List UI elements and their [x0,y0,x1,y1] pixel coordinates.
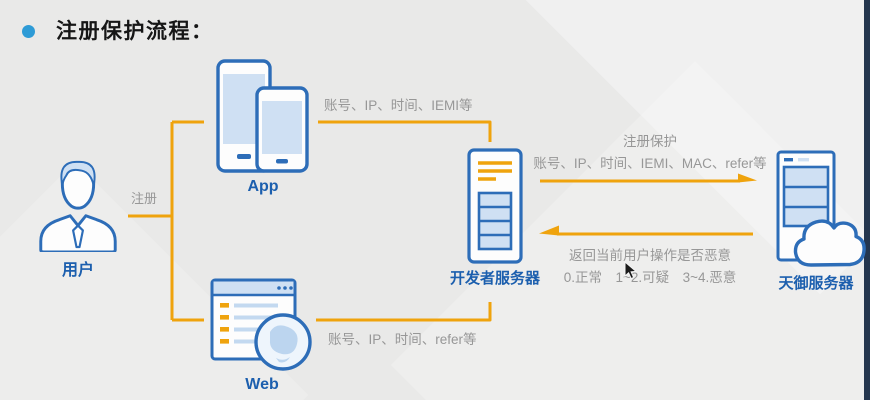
edge-label-app-data: 账号、IP、时间、IEMI等 [324,98,473,113]
bullet-icon [22,24,35,38]
node-app: App [213,58,313,196]
node-label-app: App [247,178,279,195]
arrowhead-right-icon [738,173,757,183]
edge-label-web-data: 账号、IP、时间、refer等 [328,332,477,347]
web-icon [210,278,312,371]
connector-app-to-devserver [318,120,492,142]
node-web: Web [209,278,315,394]
title-row: 注册保护流程： [22,15,214,45]
edge-label-return-line1: 返回当前用户操作是否恶意 [569,248,731,263]
node-tianyu-server: 天御服务器 [764,148,868,293]
node-dev-server: 开发者服务器 [447,148,543,288]
developer-server-icon [467,148,523,264]
page-title: 注册保护流程： [56,20,214,43]
edge-label-protect-title: 注册保护 [623,134,677,149]
connector-web-to-devserver [316,302,492,322]
user-icon [39,160,117,252]
edge-label-register: 注册 [131,191,158,206]
node-label-user: 用户 [61,262,94,279]
edge-label-return-line2: 0.正常 1~2.可疑 3~4.恶意 [563,270,737,285]
app-icon [216,59,309,173]
node-label-web: Web [245,376,279,393]
node-user: 用户 [27,156,129,280]
mouse-cursor-icon [624,261,638,280]
tianyu-server-icon [776,150,866,267]
edge-label-protect-detail: 账号、IP、时间、IEMI、MAC、refer等 [533,156,767,171]
node-label-dev-server: 开发者服务器 [449,270,540,287]
right-edge-strip [864,0,870,400]
node-label-tianyu-server: 天御服务器 [778,275,854,292]
